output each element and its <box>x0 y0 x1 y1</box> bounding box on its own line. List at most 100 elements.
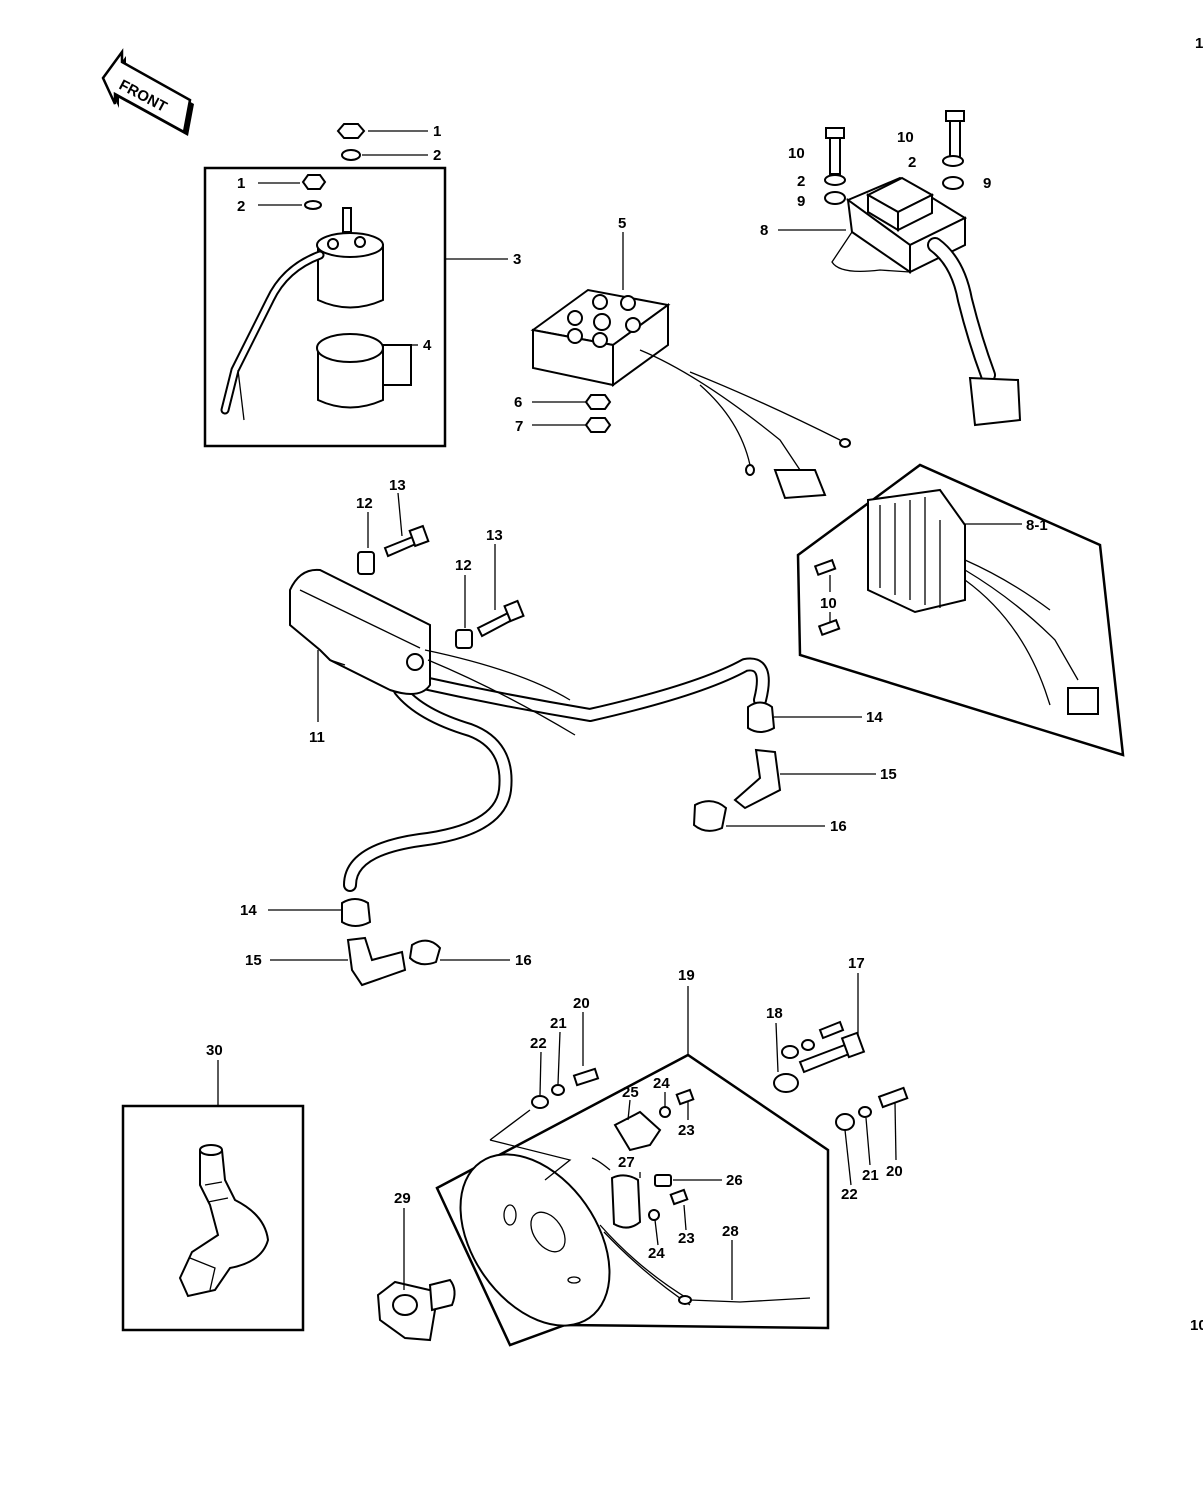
relay-top <box>316 232 384 258</box>
callout-13: 13 <box>486 527 503 544</box>
callout-1: 1 <box>237 175 245 192</box>
callout-30: 30 <box>206 1042 223 1059</box>
regulator-rectifier-group: 8-1 10 <box>796 463 1125 757</box>
callout-12: 12 <box>356 495 373 512</box>
callout-18: 18 <box>766 1005 783 1022</box>
callout-26: 26 <box>726 1172 743 1189</box>
callout-1: 1 <box>433 123 441 140</box>
washer-24-upper <box>659 1106 671 1118</box>
breaker-plate-group: 19 17 18 20 21 22 25 24 23 27 26 24 23 2… <box>376 955 909 1347</box>
callout-12: 12 <box>455 557 472 574</box>
relay-body <box>317 244 384 309</box>
callout-20: 20 <box>573 995 590 1012</box>
callout-10: 10 <box>897 129 914 146</box>
rectifier-connector <box>773 469 827 500</box>
plug-cap-frame <box>121 1104 305 1332</box>
boot-16-left <box>408 939 442 966</box>
relay-holder-top <box>316 333 384 363</box>
callout-13: 13 <box>389 477 406 494</box>
screw-20-left <box>572 1067 600 1087</box>
boot-16-right <box>692 800 728 832</box>
nut-7 <box>584 417 612 433</box>
plug-cap-30 <box>178 1145 270 1298</box>
screw-23-upper <box>675 1088 695 1106</box>
plug-cap-15-left <box>346 936 407 987</box>
callout-2: 2 <box>797 173 805 190</box>
callout-3: 3 <box>513 251 521 268</box>
callout-24: 24 <box>648 1245 665 1262</box>
washer-24-lower <box>648 1209 660 1221</box>
callout-21: 21 <box>550 1015 567 1032</box>
screw-20-right <box>877 1086 909 1109</box>
relay-holder <box>317 349 384 409</box>
callout-25: 25 <box>622 1084 639 1101</box>
callout-14: 14 <box>866 709 883 726</box>
callout-8: 8 <box>760 222 768 239</box>
regulator-rectifier-frame <box>796 463 1125 757</box>
relay-holder-tab <box>382 344 412 386</box>
washer-6 <box>584 394 612 410</box>
screw-23-lower <box>669 1188 689 1206</box>
washer-22-left <box>531 1095 549 1109</box>
bolt-10-lower <box>817 618 841 637</box>
callout-8-1: 8-1 <box>1026 517 1048 534</box>
callout-9: 9 <box>797 193 805 210</box>
callout-24: 24 <box>653 1075 670 1092</box>
washer-9-right <box>942 176 964 190</box>
callout-16: 16 <box>515 952 532 969</box>
callout-15: 15 <box>245 952 262 969</box>
edge-mark-bottom: 10 <box>1190 1317 1203 1334</box>
callout-5: 5 <box>618 215 626 232</box>
callout-11: 11 <box>309 729 325 746</box>
front-arrow-badge: FRONT <box>101 48 194 136</box>
heat-sink <box>867 488 966 614</box>
bolt-10-upper <box>813 558 837 577</box>
ignition-coil-group: 12 13 12 13 11 14 15 16 14 15 16 <box>240 477 897 987</box>
spark-plug-cap-group: 30 <box>121 1042 305 1332</box>
callout-19: 19 <box>678 967 695 984</box>
regulator-rectifier-connector <box>1067 687 1099 715</box>
plug-cap-15-right <box>733 748 782 810</box>
callout-10: 10 <box>788 145 805 162</box>
callout-28: 28 <box>722 1223 739 1240</box>
nut-1-inner <box>301 174 327 190</box>
washer-18 <box>773 1073 799 1093</box>
callout-29: 29 <box>394 1190 411 1207</box>
spacer-12-mid <box>455 629 473 649</box>
starter-relay-frame <box>203 166 447 448</box>
callout-27: 27 <box>618 1154 635 1171</box>
washer-21-left <box>551 1084 565 1096</box>
relay-wire <box>220 250 325 415</box>
cap-14-left <box>341 898 372 927</box>
edge-mark-top: 1 <box>1195 35 1203 52</box>
rectifier-group: 5 6 7 <box>514 215 851 500</box>
callout-10: 10 <box>820 595 837 612</box>
relay-terminal <box>342 207 352 233</box>
callout-22: 22 <box>530 1035 547 1052</box>
washer-2-top <box>341 149 361 161</box>
callout-4: 4 <box>423 337 432 354</box>
regulator-connector <box>968 376 1022 427</box>
callout-7: 7 <box>515 418 523 435</box>
callout-6: 6 <box>514 394 522 411</box>
cap-14-right <box>747 701 776 733</box>
callout-21: 21 <box>862 1167 879 1184</box>
callout-2: 2 <box>908 154 916 171</box>
block-26 <box>654 1174 672 1187</box>
callout-9: 9 <box>983 175 991 192</box>
washer-2-left <box>824 174 846 186</box>
washer-2-right <box>942 155 964 167</box>
contact-points-25 <box>613 1110 662 1152</box>
callout-14: 14 <box>240 902 257 919</box>
callout-16: 16 <box>830 818 847 835</box>
regulator-group: 10 10 2 2 9 9 8 <box>760 110 1022 427</box>
callout-2: 2 <box>237 198 245 215</box>
washer-2-inner <box>304 200 322 210</box>
callout-22: 22 <box>841 1186 858 1203</box>
washer-21-right <box>858 1106 872 1118</box>
callout-15: 15 <box>880 766 897 783</box>
callout-20: 20 <box>886 1163 903 1180</box>
callout-17: 17 <box>848 955 865 972</box>
washer-9-left <box>824 191 846 205</box>
